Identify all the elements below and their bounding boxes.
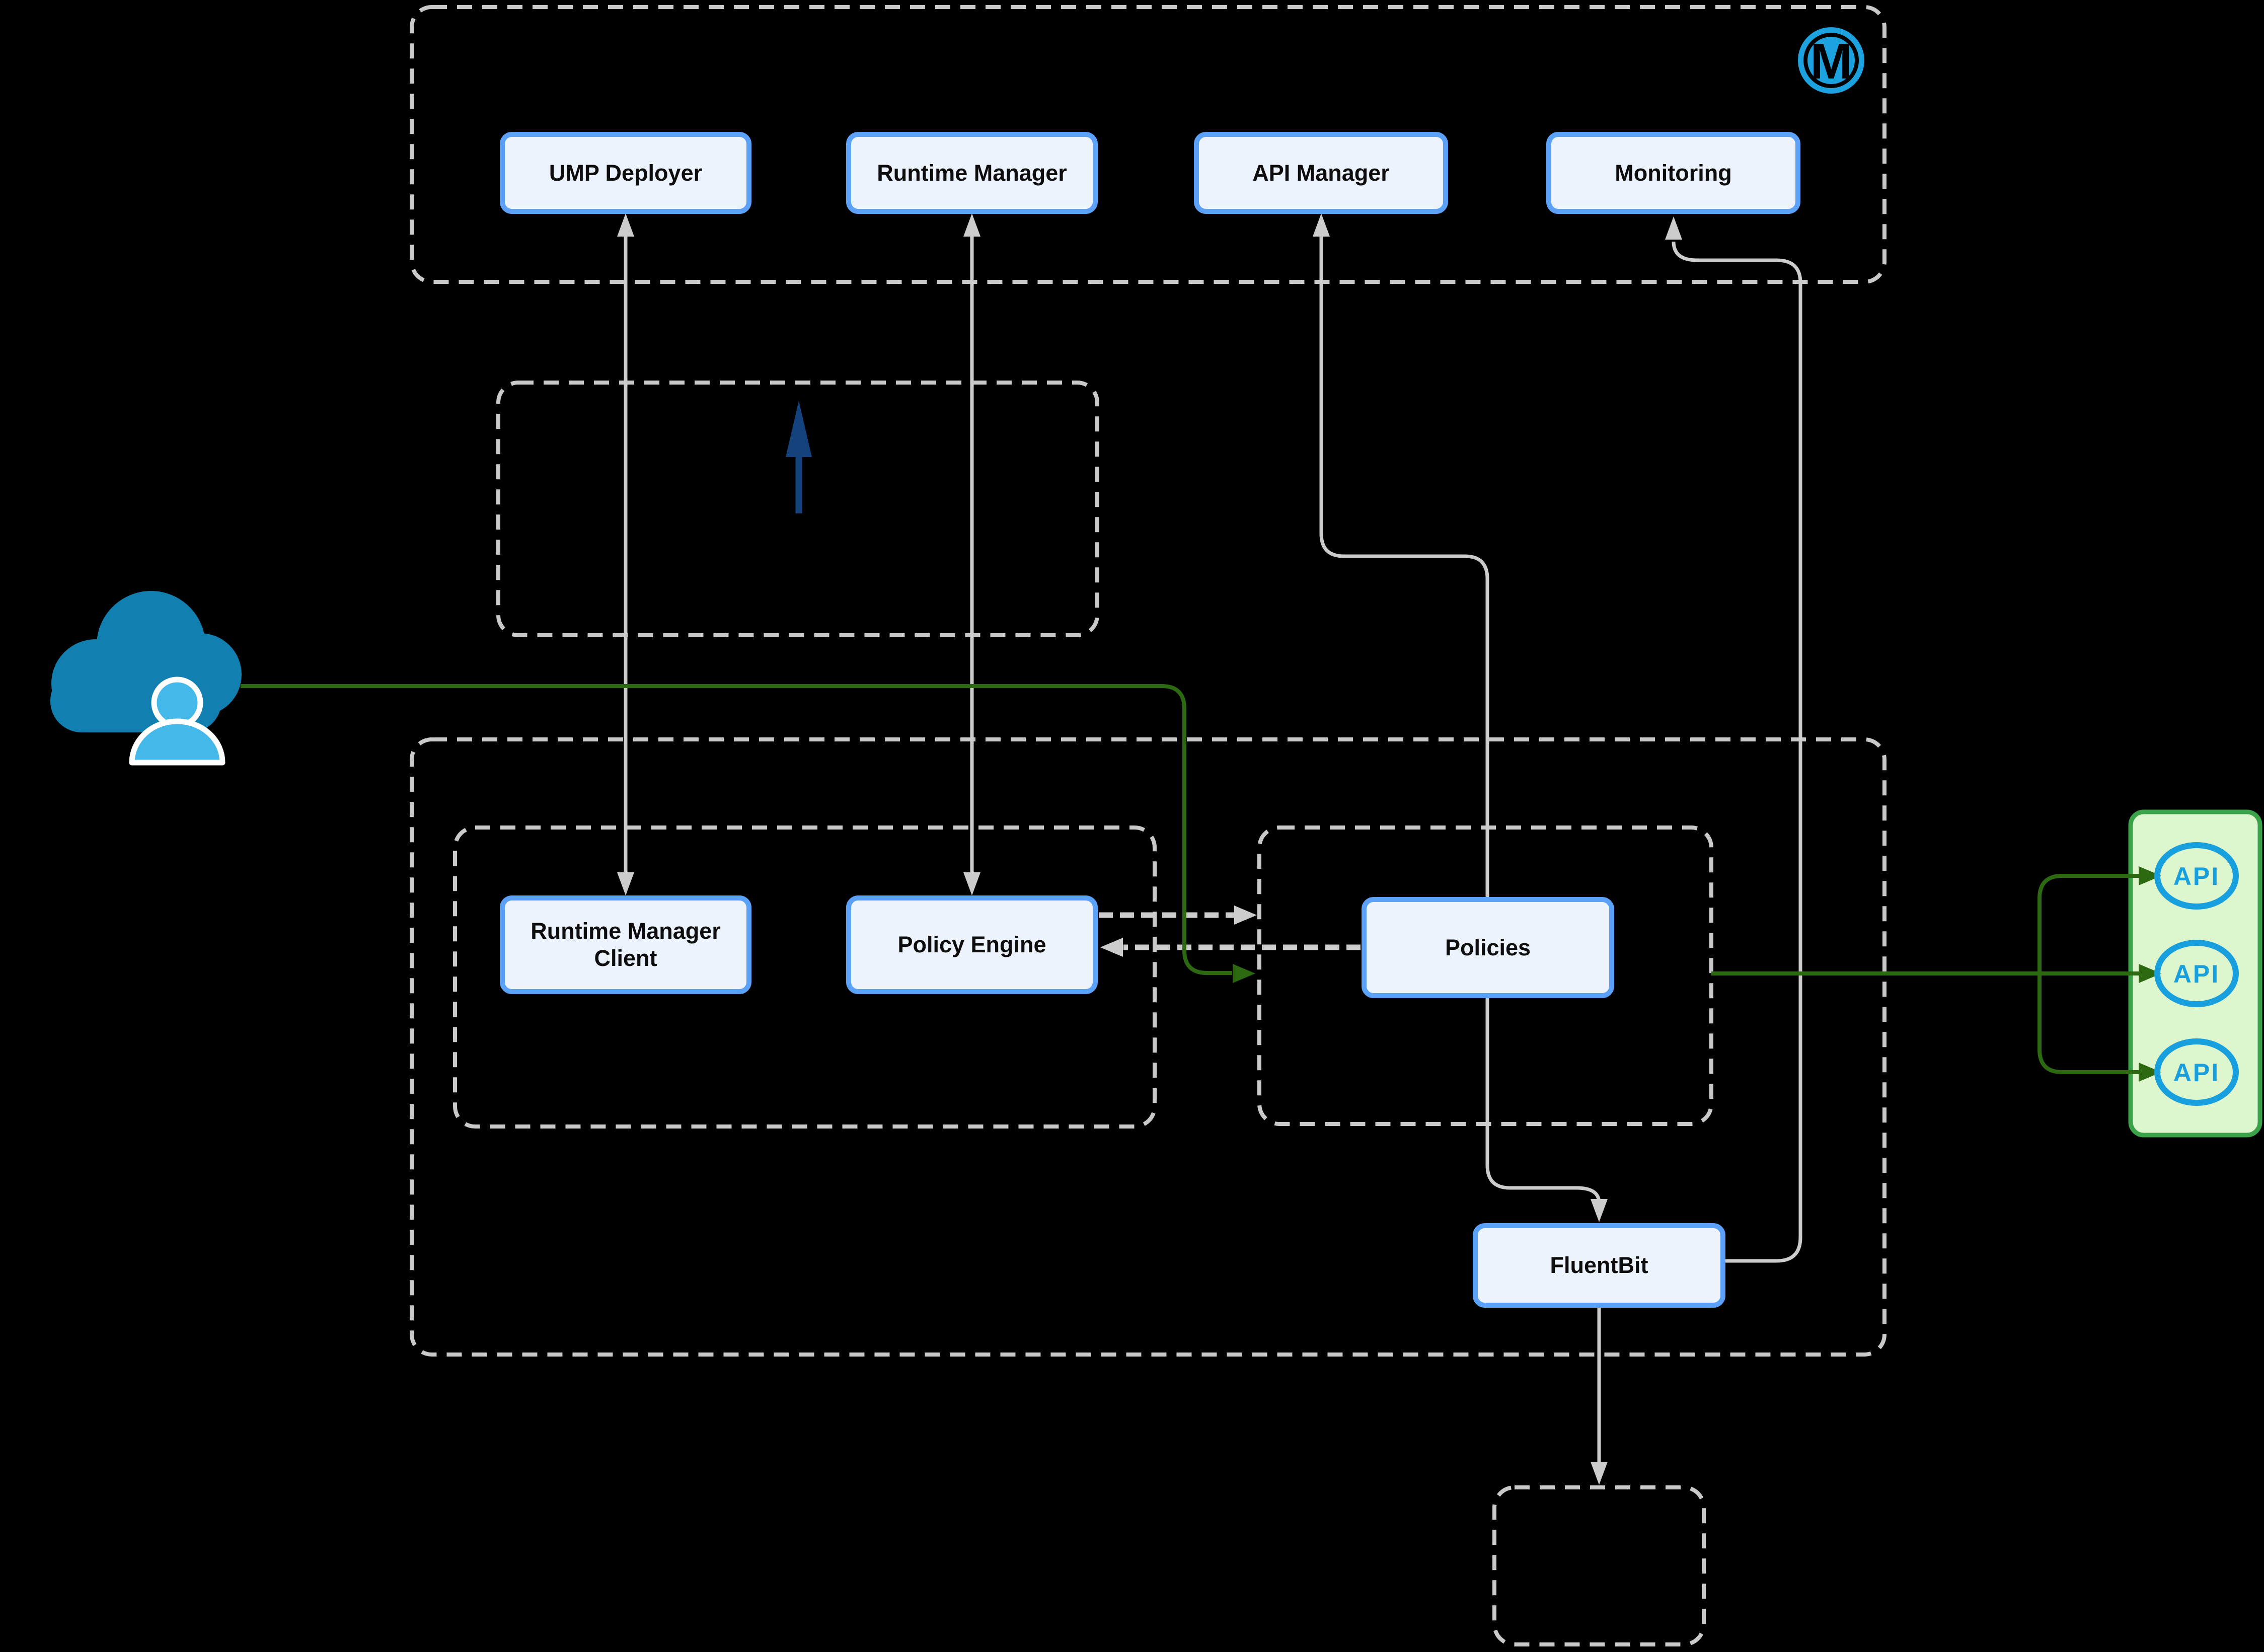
arrowhead-green-policies-group <box>1233 964 1255 983</box>
cloud-user-icon <box>50 591 242 766</box>
api-circle-2 <box>2154 940 2239 1007</box>
connector-policies-to-api-manager <box>1319 233 1489 897</box>
logo-ring <box>1803 33 1859 88</box>
connector-branch-to-api1 <box>2037 874 2139 973</box>
node-api-manager: API Manager <box>1194 132 1448 214</box>
api-circle-3 <box>2154 1038 2239 1106</box>
api-label-3: API <box>2173 1059 2220 1087</box>
arrowhead-up-api-manager <box>1313 213 1330 237</box>
api-label-2: API <box>2173 960 2220 988</box>
api-circle-1 <box>2154 842 2239 910</box>
mulesoft-logo-icon: M <box>1798 27 1864 94</box>
node-runtime-manager-client-label-line2: Client <box>594 945 657 971</box>
arrowhead-down-policy-engine <box>963 872 980 895</box>
arrowhead-up-ump <box>617 213 634 237</box>
node-policy-engine-label: Policy Engine <box>897 932 1046 957</box>
arrowhead-up-runtime-manager <box>963 213 980 237</box>
user-body <box>129 718 225 766</box>
connector-branch-to-api3 <box>2037 973 2139 1074</box>
logo-circle <box>1798 27 1864 94</box>
node-runtime-manager: Runtime Manager <box>846 132 1098 214</box>
arrowhead-down-bottom-box <box>1591 1462 1608 1485</box>
arrowhead-navy-up <box>786 401 812 457</box>
arrowhead-down-fluentbit <box>1591 1199 1608 1222</box>
dashed-container-middle <box>496 381 1099 637</box>
node-monitoring: Monitoring <box>1546 132 1800 214</box>
node-ump-deployer: UMP Deployer <box>500 132 751 214</box>
dashed-group-policies <box>1257 825 1713 1126</box>
node-policies: Policies <box>1362 897 1614 998</box>
arrowhead-left-policy-engine <box>1100 938 1123 957</box>
arrowhead-down-runtime-client <box>617 872 634 895</box>
dashed-container-runtime <box>410 737 1886 1357</box>
arrowhead-green-api3 <box>2139 1063 2161 1082</box>
node-runtime-manager-label: Runtime Manager <box>877 160 1067 186</box>
dashed-container-bottom <box>1492 1485 1706 1646</box>
node-runtime-manager-client-label-line1: Runtime Manager <box>531 918 721 944</box>
arrowhead-right-policies-group <box>1234 906 1257 925</box>
connector-policies-to-fluentbit <box>1485 998 1601 1204</box>
node-monitoring-label: Monitoring <box>1615 160 1732 186</box>
node-policy-engine: Policy Engine <box>846 895 1098 994</box>
node-policies-label: Policies <box>1445 934 1531 960</box>
node-api-manager-label: API Manager <box>1252 160 1390 186</box>
connector-fluentbit-to-monitoring <box>1672 241 1802 1263</box>
node-fluentbit: FluentBit <box>1473 1223 1725 1308</box>
arrowhead-green-api1 <box>2139 866 2161 885</box>
dashed-container-control-plane <box>410 5 1886 284</box>
node-ump-deployer-label: UMP Deployer <box>549 160 703 186</box>
dashed-group-runtime-client <box>453 825 1157 1129</box>
api-label-1: API <box>2173 862 2220 890</box>
logo-letter: M <box>1810 33 1852 90</box>
node-fluentbit-label: FluentBit <box>1550 1252 1648 1278</box>
arrowhead-green-api2 <box>2139 964 2161 983</box>
connector-user-to-policies-group <box>241 684 1232 975</box>
node-runtime-manager-client: Runtime Manager Client <box>500 895 751 994</box>
arrowhead-up-monitoring <box>1665 216 1682 240</box>
